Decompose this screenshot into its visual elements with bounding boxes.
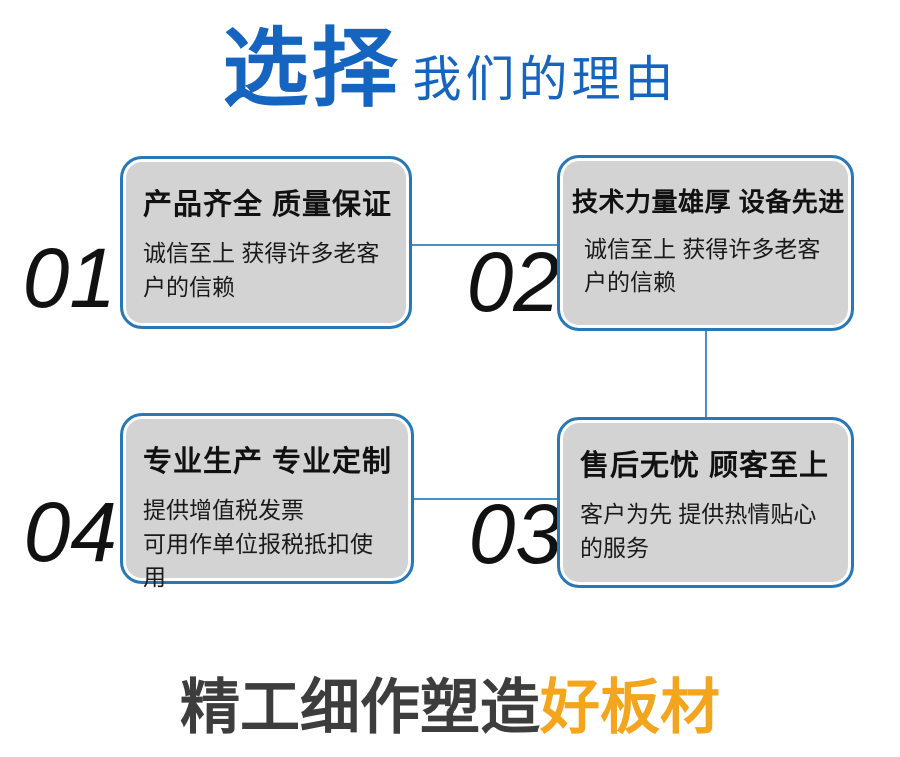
reason-card-desc: 诚信至上 获得许多老客户的信赖 (584, 235, 821, 296)
reason-card-1: 产品齐全 质量保证 诚信至上 获得许多老客户的信赖 (120, 156, 412, 329)
reason-card-title: 专业生产 专业定制 (143, 446, 393, 478)
reason-card-title: 售后无忧 顾客至上 (580, 450, 830, 482)
step-number-02: 02 (466, 235, 560, 329)
reason-card-title: 技术力量雄厚 设备先进 (572, 187, 845, 217)
reason-card-desc: 提供增值税发票 可用作单位报税抵扣使用 (143, 497, 373, 591)
reason-card-4: 专业生产 专业定制 提供增值税发票 可用作单位报税抵扣使用 (120, 413, 414, 590)
step-number-03: 03 (468, 487, 562, 581)
reason-card-2: 技术力量雄厚 设备先进 诚信至上 获得许多老客户的信赖 (557, 155, 854, 331)
footer-tagline-main: 精工细作塑造 (180, 674, 540, 741)
reason-card-desc: 客户为先 提供热情贴心的服务 (580, 501, 817, 561)
page-title-main: 选择 (222, 21, 401, 117)
reason-card-desc: 诚信至上 获得许多老客户的信赖 (143, 240, 380, 300)
connector-line-top (412, 244, 557, 246)
footer-tagline: 精工细作塑造好板材 (0, 678, 900, 738)
page-title-sub: 我们的理由 (412, 53, 678, 107)
connector-line-vertical (705, 331, 707, 417)
step-number-01: 01 (22, 231, 116, 325)
footer-tagline-accent: 好板材 (540, 674, 720, 741)
page-title: 选择 我们的理由 (0, 26, 900, 112)
reason-card-3: 售后无忧 顾客至上 客户为先 提供热情贴心的服务 (557, 417, 854, 588)
reason-card-title: 产品齐全 质量保证 (143, 189, 393, 221)
connector-line-bottom (414, 498, 557, 500)
step-number-04: 04 (23, 485, 117, 579)
